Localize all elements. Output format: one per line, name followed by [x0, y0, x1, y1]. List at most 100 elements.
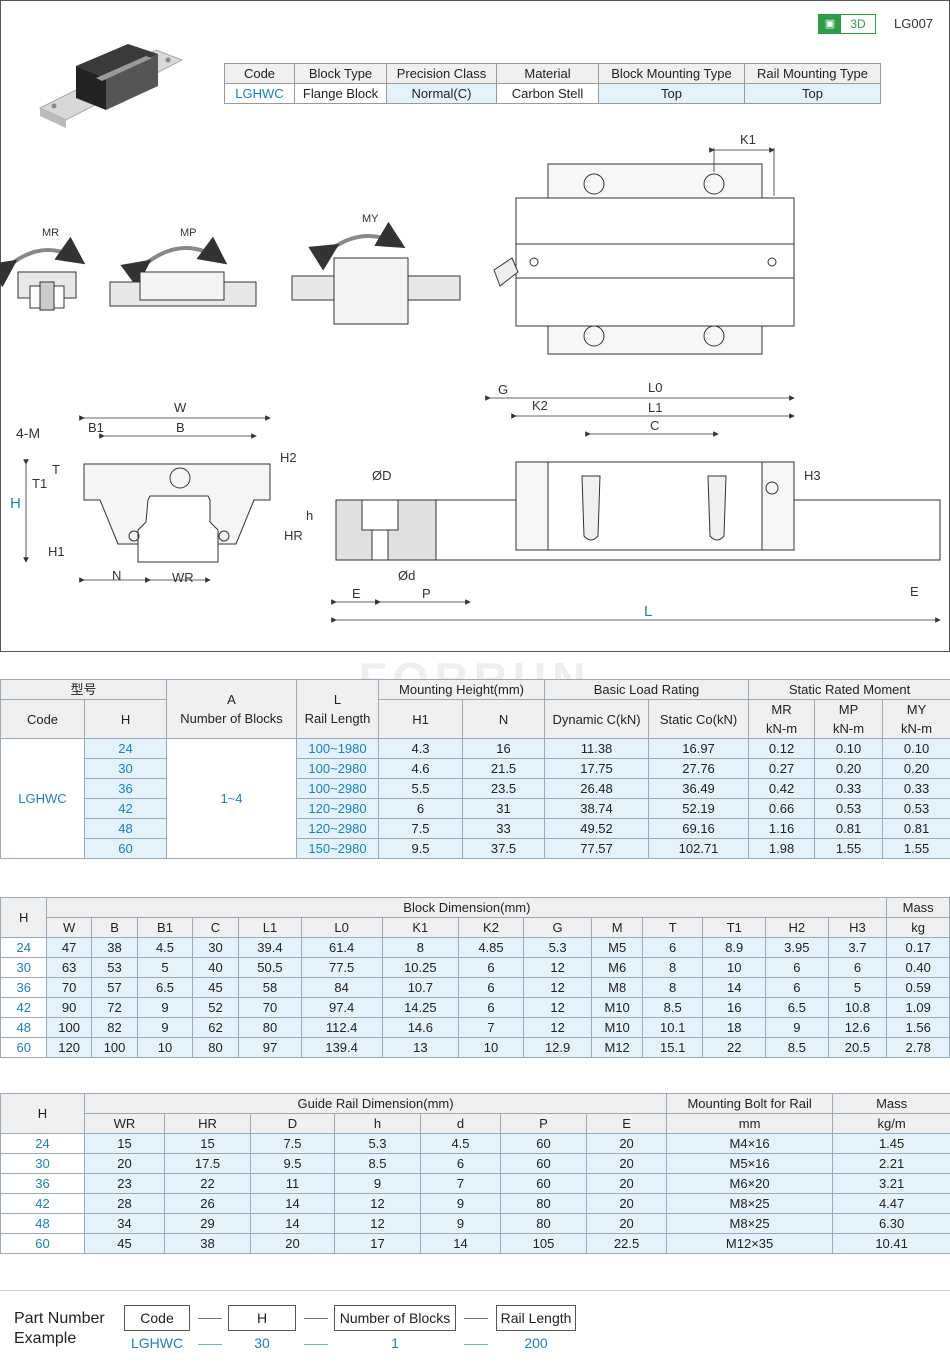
- value-cell: 14: [702, 977, 767, 998]
- moment-header: Static Rated Moment: [748, 679, 950, 700]
- spec-header: Block Mounting Type: [598, 63, 745, 84]
- model-group-header: 型号: [0, 679, 168, 700]
- value-cell: 52: [191, 997, 240, 1018]
- value-cell: 10.8: [827, 997, 888, 1018]
- value-cell: 12: [334, 1213, 421, 1234]
- col-header: L1: [238, 917, 302, 938]
- value-cell: M10: [591, 1017, 643, 1038]
- value-cell: 14: [420, 1233, 501, 1254]
- value-cell: 70: [238, 997, 302, 1018]
- 3d-badge[interactable]: ▣ 3D: [818, 14, 876, 34]
- value-cell: 12.6: [827, 1017, 888, 1038]
- value-cell: 0.81: [882, 818, 950, 839]
- value-cell: 15: [84, 1133, 165, 1154]
- value-cell: 6: [641, 937, 704, 958]
- value-cell: 0.10: [882, 738, 950, 759]
- col-header: N: [462, 699, 546, 739]
- value-cell: 34: [84, 1213, 165, 1234]
- col-header: B1: [137, 917, 193, 938]
- value-cell: 139.4: [300, 1037, 383, 1058]
- value-cell: 80: [500, 1193, 587, 1214]
- value-cell: 8.5: [334, 1153, 421, 1174]
- rail-dimension-header: Guide Rail Dimension(mm): [83, 1093, 668, 1114]
- value-cell: 61.4: [300, 937, 383, 958]
- value-cell: 2.21: [832, 1153, 950, 1174]
- h-cell: 24: [83, 738, 168, 759]
- value-cell: 6: [827, 957, 888, 978]
- value-cell: 22.5: [585, 1233, 668, 1254]
- col-header: Code: [0, 699, 85, 739]
- mass-header: Mass: [886, 897, 950, 918]
- h-cell: 30: [0, 1153, 85, 1174]
- spec-header: Block Type: [294, 63, 387, 84]
- value-cell: 6: [458, 977, 524, 998]
- value-cell: 20: [250, 1233, 335, 1254]
- value-cell: 11.38: [544, 738, 650, 759]
- value-cell: 6.30: [832, 1213, 950, 1234]
- col-header: H1: [378, 699, 464, 739]
- value-cell: 0.42: [748, 778, 816, 799]
- value-cell: 0.12: [748, 738, 816, 759]
- pn-rail-length-value: 200: [524, 1335, 548, 1351]
- value-cell: M6×20: [666, 1173, 834, 1194]
- value-cell: M4×16: [666, 1133, 834, 1154]
- value-cell: 5.3: [334, 1133, 421, 1154]
- value-cell: 11: [250, 1173, 335, 1194]
- value-cell: 10.25: [381, 957, 460, 978]
- col-header: mm: [666, 1113, 834, 1134]
- value-cell: 8.9: [702, 937, 767, 958]
- value-cell: 45: [84, 1233, 165, 1254]
- value-cell: 6: [765, 977, 829, 998]
- value-cell: 20: [585, 1133, 668, 1154]
- value-cell: 10.41: [832, 1233, 950, 1254]
- value-cell: 14.6: [381, 1017, 460, 1038]
- spec-table: Code Block Type Precision Class Material…: [224, 63, 881, 104]
- value-cell: 9.5: [250, 1153, 335, 1174]
- value-cell: 0.33: [814, 778, 884, 799]
- value-cell: 17.75: [544, 758, 650, 779]
- col-header: HR: [164, 1113, 251, 1134]
- value-cell: 38: [164, 1233, 251, 1254]
- col-header: M: [591, 917, 643, 938]
- value-cell: 9: [334, 1173, 421, 1194]
- value-cell: 12.9: [522, 1037, 593, 1058]
- value-cell: 45: [191, 977, 240, 998]
- value-cell: 10: [458, 1037, 524, 1058]
- col-header: G: [522, 917, 593, 938]
- value-cell: M8×25: [666, 1213, 834, 1234]
- part-number-example: Part Number Example Code H Number of Blo…: [0, 1290, 950, 1366]
- value-cell: 12: [334, 1193, 421, 1214]
- spec-value: Normal(C): [386, 83, 497, 104]
- value-cell: 84: [300, 977, 383, 998]
- value-cell: 14.25: [381, 997, 460, 1018]
- spec-value: Top: [598, 83, 745, 104]
- value-cell: 16: [462, 738, 546, 759]
- value-cell: 1.55: [882, 838, 950, 859]
- rail-length-cell: 120~2980: [296, 818, 380, 839]
- value-cell: 57: [90, 977, 139, 998]
- h-cell: 42: [0, 997, 48, 1018]
- value-cell: 23: [84, 1173, 165, 1194]
- value-cell: 105: [500, 1233, 587, 1254]
- value-cell: 52.19: [648, 798, 750, 819]
- value-cell: 80: [238, 1017, 302, 1038]
- value-cell: 50.5: [238, 957, 302, 978]
- value-cell: 5.5: [378, 778, 464, 799]
- h-cell: 24: [0, 1133, 85, 1154]
- value-cell: 3.21: [832, 1173, 950, 1194]
- watermark-logo: FORRUN: [0, 652, 950, 705]
- h-cell: 42: [0, 1193, 85, 1214]
- spec-header: Precision Class: [386, 63, 497, 84]
- cube-icon: ▣: [819, 15, 841, 33]
- value-cell: 20: [585, 1153, 668, 1174]
